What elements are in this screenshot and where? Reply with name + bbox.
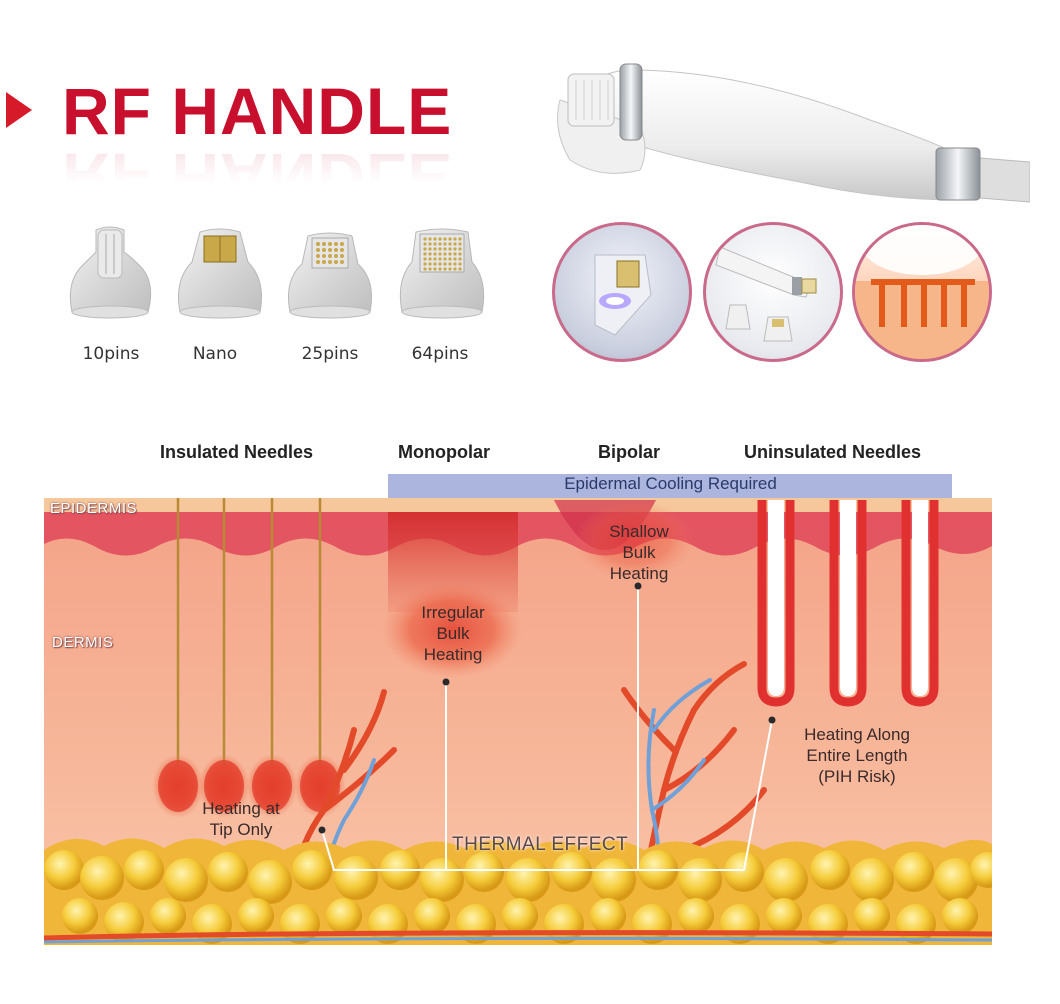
heading-uninsulated-needles: Uninsulated Needles bbox=[744, 442, 922, 462]
tip-25pins-image bbox=[288, 232, 372, 319]
tip-label-nano: Nano bbox=[192, 344, 238, 364]
tip-label-64pins: 64pins bbox=[411, 344, 469, 364]
title-arrow-icon bbox=[6, 92, 32, 128]
cooling-band-label: Epidermal Cooling Required bbox=[564, 474, 777, 493]
callout-along-line1: Heating Along bbox=[804, 725, 910, 744]
heading-monopolar: Monopolar bbox=[398, 442, 490, 462]
layer-label-epidermis: EPIDERMIS bbox=[50, 500, 138, 517]
callout-along-line2: Entire Length bbox=[806, 746, 908, 765]
page-title-reflection: RF HANDLE bbox=[62, 140, 453, 214]
rf-skin-diagram bbox=[44, 474, 992, 945]
needle-heating-icon bbox=[855, 225, 989, 359]
layer-label-dermis: DERMIS bbox=[52, 634, 114, 651]
circle-photo-handle-light bbox=[552, 222, 692, 362]
heading-insulated-needles: Insulated Needles bbox=[160, 442, 314, 462]
heading-bipolar: Bipolar bbox=[598, 442, 661, 462]
page-title: RF HANDLE bbox=[62, 74, 453, 148]
handle-closeup-image bbox=[594, 254, 652, 336]
tip-nano-image bbox=[178, 228, 262, 319]
callout-irregular-line3: Heating bbox=[423, 645, 483, 664]
rf-handle-image bbox=[557, 63, 1030, 203]
callout-shallow-line3: Heating bbox=[609, 564, 669, 583]
callout-along-line3: (PIH Risk) bbox=[818, 767, 896, 786]
callout-tip-heating-line1: Heating at bbox=[202, 799, 280, 818]
circle-photo-handle-tips bbox=[703, 222, 843, 362]
callout-irregular-bulk: Irregular Bulk Heating bbox=[398, 602, 508, 665]
thermal-effect-label: THERMAL EFFECT bbox=[452, 834, 629, 855]
callout-shallow-line1: Shallow bbox=[609, 522, 669, 541]
callout-shallow-line2: Bulk bbox=[622, 543, 656, 562]
tip-label-10pins: 10pins bbox=[82, 344, 140, 364]
callout-tip-heating: Heating at Tip Only bbox=[186, 798, 296, 840]
tip-10pins-image bbox=[69, 226, 152, 319]
tip-label-25pins: 25pins bbox=[301, 344, 359, 364]
handle-and-tips-image bbox=[715, 246, 817, 342]
callout-tip-heating-line2: Tip Only bbox=[209, 820, 273, 839]
tip-64pins-image bbox=[399, 228, 485, 319]
callout-heating-along: Heating Along Entire Length (PIH Risk) bbox=[782, 724, 932, 787]
callout-irregular-line1: Irregular bbox=[421, 603, 485, 622]
circle-heating-illustration bbox=[852, 222, 992, 362]
callout-irregular-line2: Bulk bbox=[436, 624, 470, 643]
callout-shallow-bulk: Shallow Bulk Heating bbox=[584, 521, 694, 584]
